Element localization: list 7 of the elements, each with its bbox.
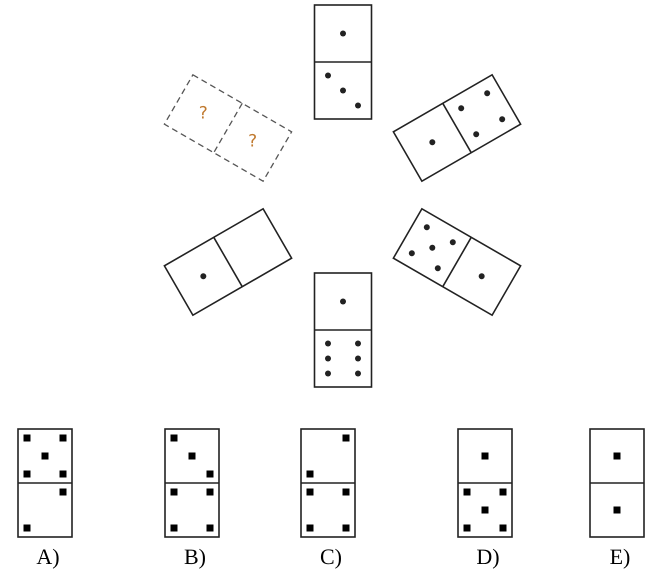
option-label: C) <box>320 546 342 568</box>
option-label: E) <box>610 546 630 568</box>
option-label: A) <box>36 546 60 568</box>
question-mark: ? <box>198 105 208 122</box>
option-label: D) <box>476 546 500 568</box>
question-mark: ? <box>248 134 258 151</box>
option-label: B) <box>184 546 206 568</box>
